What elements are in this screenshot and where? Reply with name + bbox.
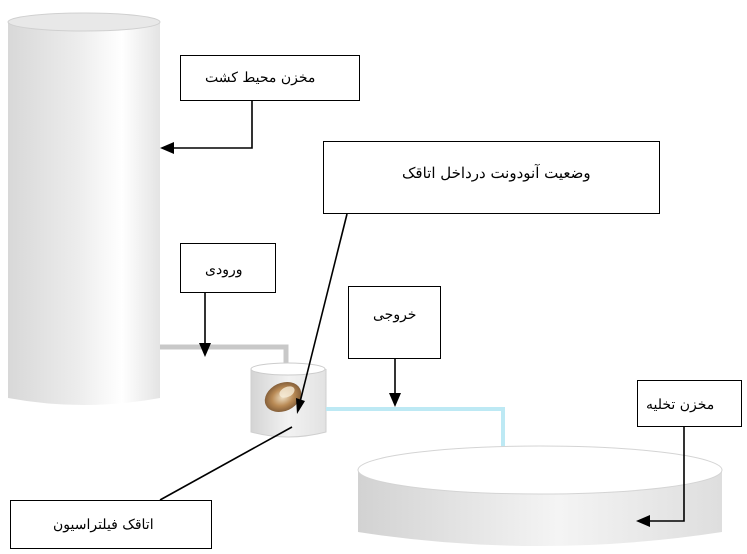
storage-tank-arrowhead xyxy=(160,142,174,154)
drain-tank xyxy=(357,445,723,546)
drain-tank-arrow xyxy=(648,427,685,522)
outlet-label: خروجی xyxy=(348,286,441,359)
filtration-chamber-label: اتاقک فیلتراسیون xyxy=(10,500,212,549)
drain-tank-arrowhead xyxy=(636,515,650,527)
storage-tank-arrow xyxy=(172,101,253,149)
drain-tank-label: مخزن تخلیه xyxy=(637,380,742,427)
anode-state-label: وضعیت آنودونت درداخل اتاقک xyxy=(323,141,660,214)
inlet-arrowhead xyxy=(199,343,211,357)
filtration-chamber-line xyxy=(159,426,293,501)
storage-tank-label: مخزن محیط کشت xyxy=(180,55,360,101)
anode-state-arrow xyxy=(299,213,348,403)
storage-tank xyxy=(7,12,161,405)
anode-state-arrowhead xyxy=(296,398,305,414)
inlet-label: ورودی xyxy=(180,243,276,293)
connector-arrows xyxy=(159,101,685,527)
anode-sample xyxy=(264,381,302,413)
outlet-arrowhead xyxy=(389,393,401,407)
